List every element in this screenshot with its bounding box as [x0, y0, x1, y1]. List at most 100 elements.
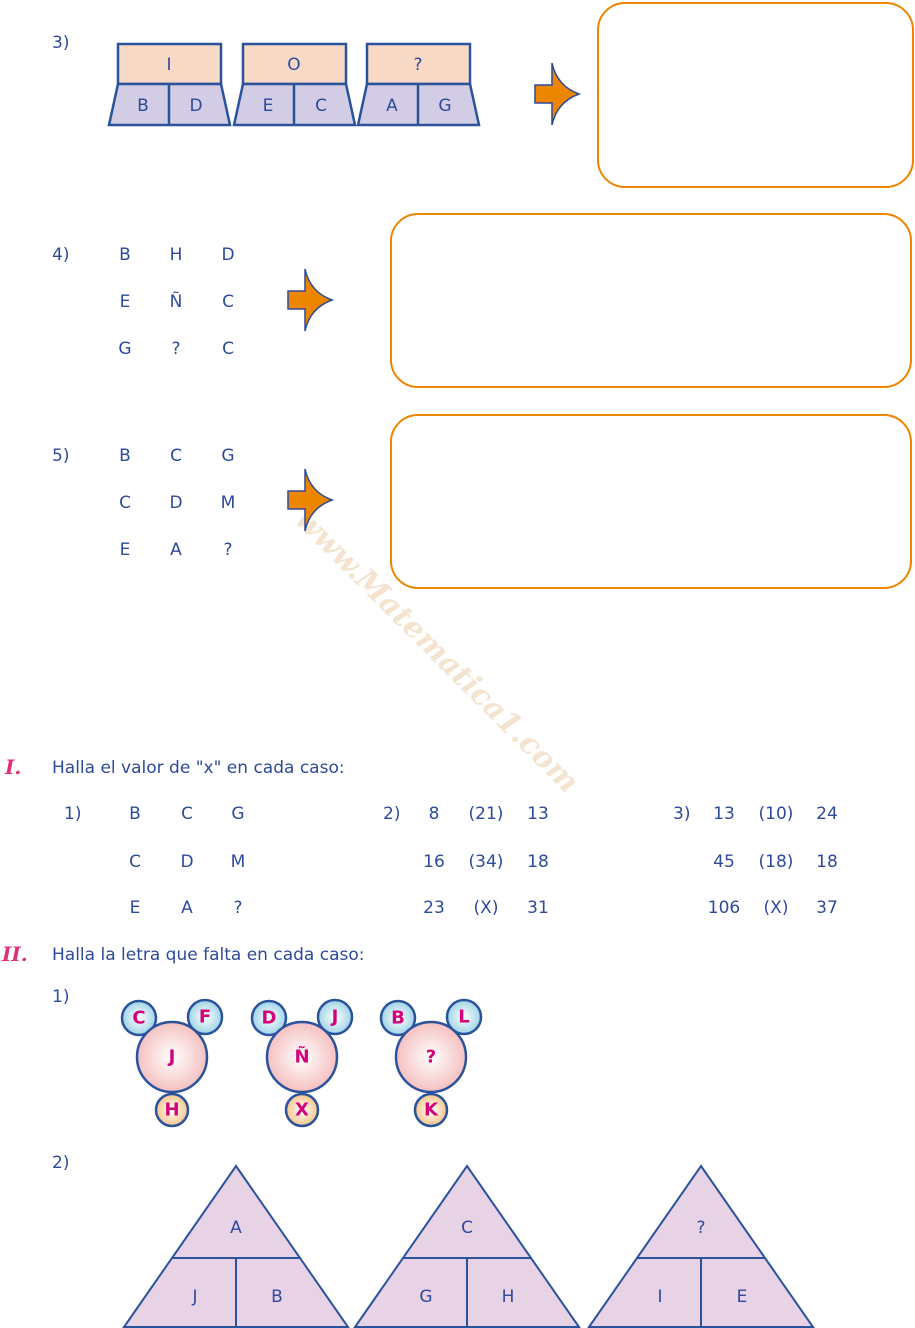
grid-letter: E [119, 292, 131, 312]
item-label: 1) [64, 804, 82, 824]
small-circle [120, 999, 158, 1037]
bottom-letter: E [262, 96, 274, 116]
table-cell: 18 [816, 852, 838, 872]
grid-letter: A [170, 540, 182, 560]
problem5-label: 5) [52, 446, 70, 466]
grid-letter: E [119, 540, 131, 560]
triangle-letter: G [419, 1287, 433, 1307]
item-1-label: 1) [52, 987, 70, 1007]
bottom-letter: D [189, 96, 203, 116]
table-cell: E [129, 898, 141, 918]
grid-letter: C [222, 292, 234, 312]
circle-letter: ? [425, 1046, 437, 1068]
bottom-letter: C [315, 96, 327, 116]
item-2-label: 2) [52, 1153, 70, 1173]
answer-box-3[interactable] [597, 2, 914, 188]
small-circle [379, 999, 417, 1037]
table-cell: 45 [713, 852, 735, 872]
table-cell: 106 [707, 898, 741, 918]
answer-box-5[interactable] [390, 414, 912, 589]
triangle-letter: A [230, 1218, 242, 1238]
bottom-letter: G [438, 96, 452, 116]
table-cell: (21) [468, 804, 504, 824]
table-cell: (34) [468, 852, 504, 872]
table-cell: ? [233, 898, 243, 918]
triangle-letter: I [657, 1287, 663, 1307]
grid-letter: D [221, 245, 235, 265]
table-cell: 31 [527, 898, 549, 918]
table-cell: 13 [713, 804, 735, 824]
small-circle [154, 1092, 190, 1128]
small-circle [413, 1092, 449, 1128]
top-letter: I [166, 55, 172, 75]
triangle-letter: H [501, 1287, 515, 1307]
arrow-icon [534, 62, 582, 126]
item-label: 2) [383, 804, 401, 824]
problem4-label: 4) [52, 245, 70, 265]
grid-letter: G [221, 446, 235, 466]
section-1-numeral: I. [5, 755, 22, 779]
circle-letter: K [424, 1099, 438, 1121]
grid-letter: B [119, 245, 131, 265]
grid-letter: Ñ [169, 292, 183, 312]
big-circle [135, 1020, 209, 1094]
table-cell: 8 [428, 804, 440, 824]
section-1-title: Halla el valor de "x" en cada caso: [52, 758, 345, 778]
small-circle [316, 998, 354, 1036]
section-2-title: Halla la letra que falta en cada caso: [52, 945, 365, 965]
table-cell: (X) [763, 898, 789, 918]
top-letter: ? [413, 55, 423, 75]
table-cell: 24 [816, 804, 838, 824]
circle-letter: H [164, 1099, 180, 1121]
arrow-icon [287, 268, 335, 332]
table-cell: 18 [527, 852, 549, 872]
table-cell: A [181, 898, 193, 918]
item-label: 3) [673, 804, 691, 824]
triangle-letter: E [736, 1287, 748, 1307]
grid-letter: H [169, 245, 183, 265]
small-circle [186, 998, 224, 1036]
table-cell: (X) [473, 898, 499, 918]
grid-letter: B [119, 446, 131, 466]
circle-letter: J [331, 1006, 339, 1028]
table-cell: (10) [758, 804, 794, 824]
grid-letter: D [169, 493, 183, 513]
circle-letter: F [198, 1006, 212, 1028]
grid-letter: C [119, 493, 131, 513]
grid-letter: ? [223, 540, 233, 560]
bottom-letter: A [386, 96, 398, 116]
triangle-letter: ? [696, 1218, 706, 1238]
grid-letter: M [220, 493, 236, 513]
small-circle [284, 1092, 320, 1128]
problem-3-label: 3) [52, 33, 70, 53]
small-circle [445, 998, 483, 1036]
small-circle [250, 999, 288, 1037]
circle-letter: B [391, 1007, 405, 1029]
big-circle [394, 1020, 468, 1094]
answer-box-4[interactable] [390, 213, 912, 388]
table-cell: C [181, 804, 193, 824]
circle-letter: D [261, 1007, 277, 1029]
table-cell: 37 [816, 898, 838, 918]
big-circle [265, 1020, 339, 1094]
grid-letter: C [222, 339, 234, 359]
table-cell: G [231, 804, 245, 824]
top-cell [241, 42, 348, 86]
arrow-icon [287, 468, 335, 532]
triangle-letter: J [192, 1287, 198, 1307]
table-cell: 13 [527, 804, 549, 824]
top-letter: O [287, 55, 301, 75]
table-cell: 23 [423, 898, 445, 918]
circle-letter: Ñ [294, 1046, 310, 1068]
grid-letter: ? [171, 339, 181, 359]
table-cell: C [129, 852, 141, 872]
grid-letter: C [170, 446, 182, 466]
table-cell: (18) [758, 852, 794, 872]
triangle-letter: C [461, 1218, 473, 1238]
triangle-letter: B [271, 1287, 283, 1307]
bottom-letter: B [137, 96, 149, 116]
grid-letter: G [118, 339, 132, 359]
circle-letter: L [458, 1006, 470, 1028]
table-cell: M [230, 852, 246, 872]
